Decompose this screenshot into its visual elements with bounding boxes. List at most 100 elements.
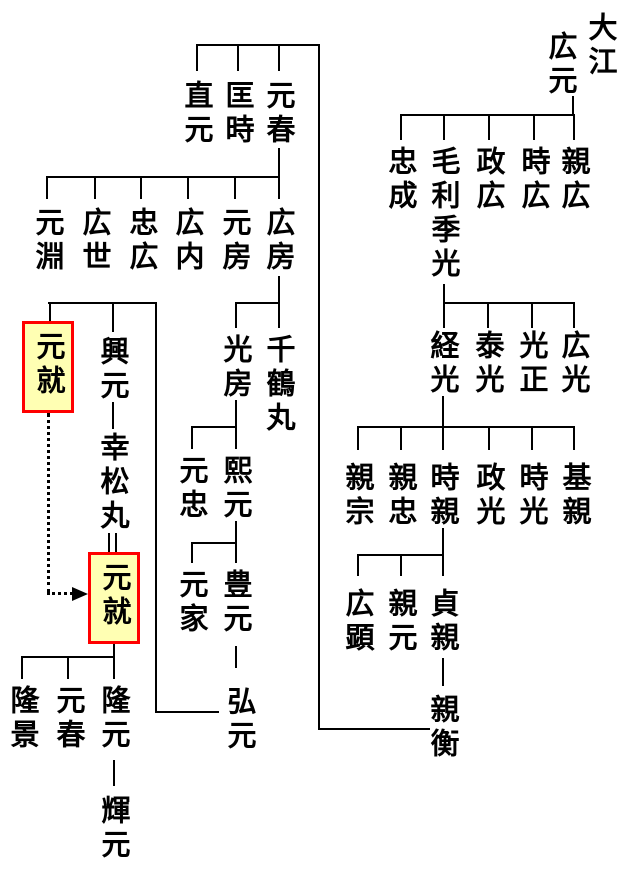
person-node: 時親 [426, 462, 460, 530]
person-node: 光正 [515, 330, 549, 398]
person-node: 貞親 [426, 588, 460, 656]
same-person-dotted-line [47, 413, 50, 593]
connector-line [155, 302, 157, 713]
connector-line [48, 302, 157, 304]
connector-line [235, 304, 237, 328]
person-node: 親忠 [384, 462, 418, 530]
connector-line [67, 658, 69, 679]
connector-line [488, 116, 490, 140]
connector-line [235, 521, 237, 543]
connector-line [235, 428, 237, 449]
connector-line [357, 428, 359, 450]
person-node: 熙元 [219, 455, 253, 523]
connector-line [531, 428, 533, 450]
connector-line [278, 276, 280, 303]
connector-line [572, 96, 574, 116]
connector-line [46, 178, 48, 199]
person-node: 豊元 [219, 569, 253, 637]
connector-line [140, 178, 142, 199]
connector-line [318, 44, 320, 730]
person-node: 政光 [472, 462, 506, 530]
connector-line [113, 658, 115, 679]
connector-line [573, 116, 575, 140]
connector-line [235, 302, 280, 304]
succession-double-line [115, 533, 117, 552]
person-node: 広顕 [341, 588, 375, 656]
connector-line [357, 554, 444, 556]
connector-line [21, 656, 115, 658]
connector-line [442, 658, 444, 686]
person-node: 親元 [384, 588, 418, 656]
person-node: 忠成 [384, 146, 418, 214]
person-node: 広世 [78, 207, 112, 275]
connector-line [573, 428, 575, 450]
connector-line [278, 304, 280, 328]
person-node: 広光 [557, 330, 591, 398]
connector-line [443, 302, 575, 304]
connector-line [49, 304, 51, 321]
connector-line [191, 428, 193, 449]
connector-line [400, 116, 402, 140]
connector-line [357, 426, 575, 428]
connector-line [443, 116, 445, 140]
person-node: 毛利季光 [427, 146, 461, 282]
person-node: 基親 [558, 462, 592, 530]
connector-line [533, 116, 535, 140]
person-node: 千鶴丸 [262, 334, 296, 436]
connector-line [112, 402, 114, 429]
person-node: 弘元 [223, 686, 257, 754]
highlight-box-motonari-2 [88, 552, 140, 644]
connector-line [442, 556, 444, 576]
person-node: 輝元 [97, 795, 131, 863]
person-node: 広内 [171, 207, 205, 275]
connector-line [187, 178, 189, 199]
connector-line [191, 544, 193, 563]
person-node: 隆元 [97, 685, 131, 753]
connector-line [112, 304, 114, 332]
person-node: 時広 [517, 146, 551, 214]
connector-line [442, 428, 444, 450]
highlight-box-motonari-1 [22, 321, 74, 413]
person-node: 広元 [544, 31, 578, 99]
connector-line [235, 400, 237, 427]
connector-line [442, 528, 444, 555]
person-node: 興元 [96, 336, 130, 404]
connector-line [234, 178, 236, 199]
person-node: 元房 [218, 207, 252, 275]
connector-line [400, 114, 575, 116]
succession-double-line [108, 533, 110, 552]
person-node: 忠広 [125, 207, 159, 275]
connector-line [573, 304, 575, 328]
person-node: 元家 [175, 569, 209, 637]
connector-line [113, 760, 115, 786]
connector-line [400, 428, 402, 450]
connector-line [487, 304, 489, 328]
connector-line [278, 148, 280, 176]
person-node: 元淵 [31, 207, 65, 275]
connector-line [46, 176, 280, 178]
person-node: 親衡 [426, 694, 460, 762]
person-node: 泰光 [471, 330, 505, 398]
connector-line [531, 304, 533, 328]
person-node-motonari-1: 元就 [32, 331, 66, 399]
connector-line [235, 544, 237, 563]
person-node: 元忠 [175, 455, 209, 523]
person-node: 大江 [584, 12, 618, 80]
person-node-motonari-2: 元就 [98, 562, 132, 630]
connector-line [94, 178, 96, 199]
connector-line [357, 556, 359, 576]
connector-line [235, 646, 237, 668]
person-node: 元春 [262, 80, 296, 148]
person-node: 政広 [472, 146, 506, 214]
connector-line [443, 304, 445, 328]
person-node: 広房 [262, 207, 296, 275]
connector-line [191, 426, 237, 428]
connector-line [237, 46, 239, 71]
same-person-arrowhead-icon [72, 587, 88, 601]
person-node: 隆景 [6, 685, 40, 753]
connector-line [400, 556, 402, 576]
connector-line [21, 658, 23, 679]
person-node: 親広 [557, 146, 591, 214]
person-node: 直元 [180, 80, 214, 148]
